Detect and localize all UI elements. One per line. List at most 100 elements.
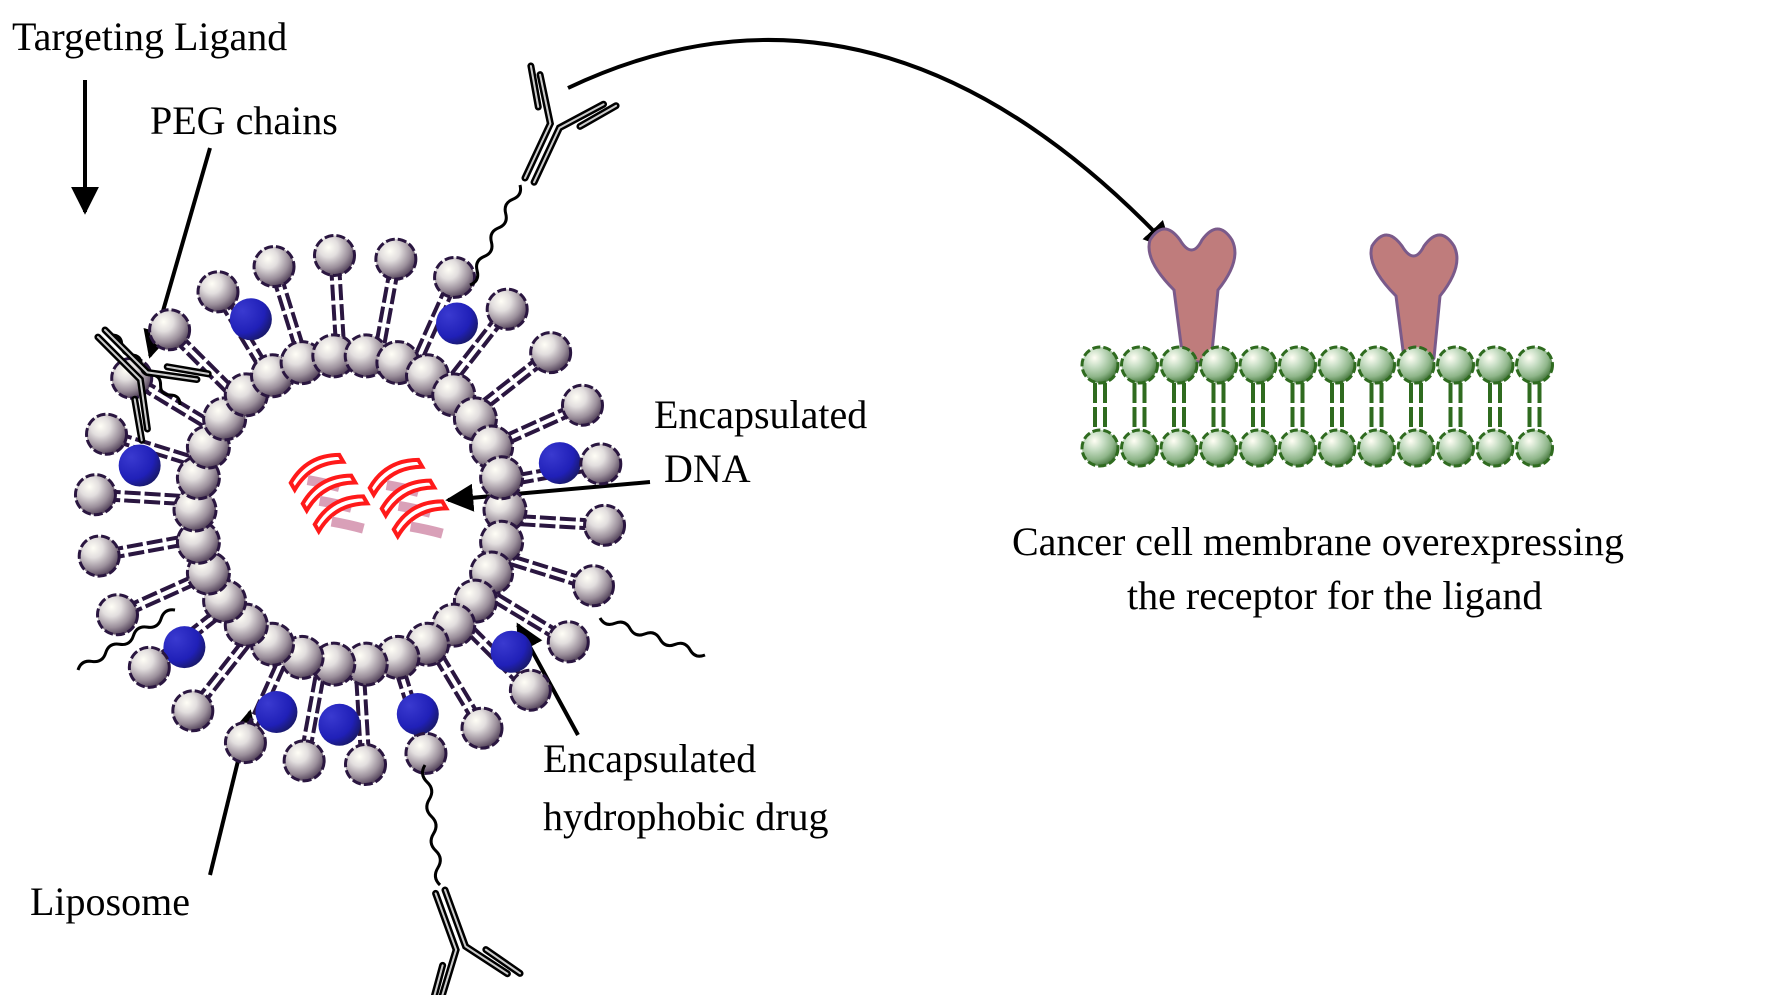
- lipid-tail: [492, 599, 555, 640]
- lipid-tail: [432, 656, 473, 719]
- lipid-tail: [246, 662, 279, 729]
- antibody-chain-highlight: [524, 73, 552, 179]
- membrane-lipid-head: [1080, 428, 1120, 468]
- lipid-tail: [505, 413, 572, 446]
- lipid-tail: [110, 489, 181, 498]
- membrane-lipid-head: [1475, 345, 1515, 385]
- lipid-tail: [502, 405, 568, 439]
- label-encapsulated-drug-line1: Encapsulated: [543, 736, 756, 781]
- label-liposome: Liposome: [30, 879, 190, 924]
- lipid-tail: [132, 581, 198, 615]
- membrane-lipid-head: [1238, 428, 1278, 468]
- membrane-lipid-head: [1199, 428, 1238, 468]
- membrane-lipid-head: [1436, 428, 1475, 468]
- lipid-tail: [308, 677, 326, 748]
- antibody-chain-highlight: [484, 948, 522, 975]
- membrane-lipid-head: [1475, 428, 1515, 468]
- hydrophobic-drug-molecule: [163, 626, 206, 669]
- membrane-lipid-head: [1278, 345, 1317, 385]
- outer-lipid-head: [579, 442, 623, 486]
- membrane-lipid-head: [1515, 345, 1554, 385]
- outer-lipid-head: [583, 503, 627, 547]
- outer-lipid-head: [460, 706, 504, 750]
- hydrophobic-drug-molecule: [255, 691, 298, 734]
- hydrophobic-drug-molecule: [435, 302, 478, 345]
- antibody-chain-highlight: [166, 365, 210, 375]
- dna-strand: [391, 499, 450, 541]
- outer-lipid-head: [485, 287, 529, 331]
- membrane-lipid-head: [1238, 345, 1278, 385]
- hydrophobic-drug-molecule: [490, 630, 533, 673]
- membrane-lipid-head: [1317, 345, 1357, 385]
- lipid-tail: [362, 679, 371, 750]
- peg-chain: [76, 608, 176, 671]
- membrane-lipid-head: [1317, 428, 1357, 468]
- inner-lipid-head: [479, 455, 525, 501]
- outer-lipid-head: [312, 233, 356, 277]
- outer-lipid-head: [148, 308, 192, 352]
- hydrophobic-drug-molecule: [396, 693, 439, 736]
- label-membrane-line2: the receptor for the ligand: [1127, 573, 1542, 618]
- receptor-protein: [1147, 227, 1237, 364]
- dna-strand: [288, 452, 347, 494]
- lipid-tail: [450, 317, 497, 375]
- outer-lipid-head: [571, 564, 615, 608]
- lipid-tail: [272, 281, 298, 350]
- outer-lipid-head: [110, 356, 154, 400]
- lipid-tail: [203, 645, 250, 703]
- membrane-lipid-head: [1159, 345, 1199, 385]
- outer-lipid-head: [77, 534, 121, 578]
- antibody-chain-highlight: [578, 104, 618, 128]
- outer-lipid-head: [171, 689, 215, 733]
- lipid-tail: [141, 387, 204, 428]
- outer-lipid-head: [282, 739, 326, 783]
- lipid-tail: [181, 336, 234, 389]
- membrane-lipid-head: [1120, 345, 1159, 385]
- lipid-tail: [197, 640, 244, 698]
- antibody-chain-highlight: [444, 889, 509, 975]
- antibody-chain-highlight: [104, 329, 198, 381]
- membrane-lipid-head: [1515, 428, 1554, 468]
- hydrophobic-drug-molecule: [229, 298, 272, 341]
- lipid-tail: [519, 522, 590, 531]
- antibody-chain-highlight: [430, 964, 444, 995]
- lipid-tail: [382, 274, 400, 344]
- dna-strand: [367, 457, 426, 499]
- liposome: [73, 233, 627, 787]
- peg-chain: [469, 184, 523, 287]
- outer-lipid-head: [344, 743, 388, 787]
- lipid-tail: [414, 288, 447, 355]
- lipid-tail: [485, 363, 543, 410]
- lipid-tail: [145, 380, 208, 421]
- outer-lipid-head: [529, 331, 573, 375]
- dna-helix: [288, 452, 371, 536]
- outer-lipid-head: [508, 668, 552, 712]
- label-encapsulated-drug-line2: hydrophobic drug: [543, 794, 829, 839]
- hydrophobic-drug-molecule: [318, 703, 361, 746]
- hydrophobic-drug-molecule: [118, 444, 161, 487]
- lipid-tail: [110, 497, 181, 506]
- label-peg-chains: PEG chains: [150, 98, 338, 143]
- membrane-lipid-head: [1278, 428, 1317, 468]
- dna-strand: [300, 473, 359, 515]
- label-encapsulated-dna-line2: DNA: [664, 446, 751, 491]
- cancer-cell-membrane: [1080, 227, 1554, 468]
- outer-lipid-head: [223, 721, 267, 765]
- lipid-tail: [114, 542, 184, 560]
- receptor-protein: [1369, 233, 1459, 370]
- outer-lipid-head: [96, 593, 140, 637]
- membrane-lipid-head: [1159, 428, 1199, 468]
- dna-backbone: [409, 521, 444, 539]
- lipid-tail: [439, 652, 480, 715]
- membrane-lipid-head: [1080, 345, 1120, 385]
- lipid-tail: [175, 341, 229, 395]
- outer-lipid-head: [85, 412, 129, 456]
- outer-lipid-head: [374, 237, 418, 281]
- antibody-chain-highlight: [533, 103, 605, 184]
- membrane-lipid-head: [1396, 345, 1436, 385]
- lipid-tail: [329, 270, 338, 341]
- membrane-lipid-head: [1120, 428, 1159, 468]
- outer-lipid-head: [404, 731, 448, 775]
- dna-strand: [312, 494, 371, 536]
